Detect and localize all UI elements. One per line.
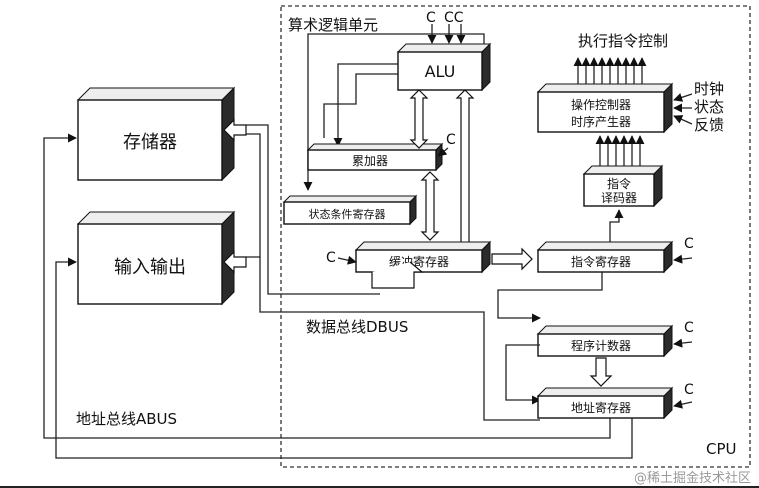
watermark: @稀土掘金技术社区: [633, 471, 751, 486]
status-register-box: 状态条件寄存器: [282, 194, 418, 226]
io-box: 输入输出: [76, 210, 236, 306]
bottom-rule: [0, 486, 759, 488]
abus-memory-wire: [43, 133, 611, 439]
alu-to-accumulator-wire: [333, 63, 398, 147]
control-signal-arrows: [573, 57, 647, 84]
alu-unit-title: 算术逻辑单元: [288, 16, 378, 34]
operation-controller-box: 操作控制器 时序产生器: [536, 82, 674, 134]
dbus-memory-wire-2: [246, 133, 261, 257]
dbus-io-wire: [246, 256, 540, 421]
alu-loop-wire: [303, 33, 485, 191]
program-counter-label: 程序计数器: [571, 338, 631, 353]
buffer-down-bus: [371, 261, 424, 289]
pc-c-label: C: [684, 320, 694, 336]
alu-box: ALU: [396, 42, 492, 92]
io-bus-arrow: [223, 250, 247, 274]
op-controller-line2: 时序产生器: [571, 114, 631, 129]
alu-control-c-label: C: [426, 10, 436, 26]
io-label: 输入输出: [114, 257, 186, 278]
cpu-label: CPU: [706, 440, 737, 458]
pc-c-arrow: [673, 338, 693, 348]
cpu-boundary: [280, 5, 751, 468]
pc-to-ar-bus: [589, 357, 613, 387]
op-controller-line1: 操作控制器: [571, 97, 631, 112]
abus-io-wire: [55, 257, 633, 459]
buffer-c-label: C: [326, 250, 336, 266]
control-unit-title: 执行指令控制: [578, 32, 668, 50]
state-label: 状态: [694, 98, 724, 116]
memory-bus-arrow: [223, 118, 247, 142]
instruction-decoder-box: 指令 译码器: [582, 164, 664, 208]
address-register-label: 地址寄存器: [571, 400, 631, 415]
feedback-arrow: [673, 115, 693, 125]
instruction-register-box: 指令寄存器: [536, 240, 674, 274]
accumulator-box: 累加器: [306, 142, 444, 172]
accumulator-c-label: C: [446, 132, 456, 148]
alu-label: ALU: [425, 62, 456, 81]
memory-box: 存储器: [76, 86, 236, 182]
decoder-line1: 指令: [607, 176, 631, 191]
status-register-label: 状态条件寄存器: [309, 207, 386, 221]
ir-c-label: C: [684, 236, 694, 252]
accumulator-buffer-bus: [420, 171, 440, 241]
decoder-line2: 译码器: [601, 191, 637, 205]
ir-c-arrow: [673, 254, 693, 264]
memory-label: 存储器: [123, 132, 177, 153]
alu-buffer-bus: [455, 89, 475, 245]
dbus-memory-wire: [246, 124, 380, 295]
ar-c-label: C: [684, 382, 694, 398]
ar-c-arrow: [673, 399, 693, 409]
accumulator-c-arrow: [437, 147, 449, 157]
program-counter-box: 程序计数器: [536, 324, 674, 358]
alu-control-cc-label: CC: [444, 10, 464, 26]
feedback-label: 反馈: [694, 116, 724, 134]
accumulator-label: 累加器: [352, 154, 388, 168]
buffer-to-ir-bus: [491, 247, 533, 271]
buffer-c-arrow: [337, 255, 357, 265]
clock-label: 时钟: [694, 80, 724, 98]
abus-label: 地址总线ABUS: [76, 410, 177, 428]
ir-to-pc-wire: [497, 272, 603, 323]
pc-loop-wire: [505, 344, 541, 405]
alu-to-status-wire: [323, 73, 398, 138]
instruction-register-label: 指令寄存器: [571, 254, 631, 269]
alu-accumulator-bus: [409, 89, 429, 149]
clock-arrow: [673, 93, 693, 102]
dbus-label: 数据总线DBUS: [306, 318, 408, 336]
ir-to-decoder-wire: [609, 209, 624, 242]
address-register-box: 地址寄存器: [536, 386, 674, 420]
buffer-register-box: 缓冲寄存器: [354, 240, 492, 274]
decoder-to-controller-arrows: [595, 135, 645, 168]
